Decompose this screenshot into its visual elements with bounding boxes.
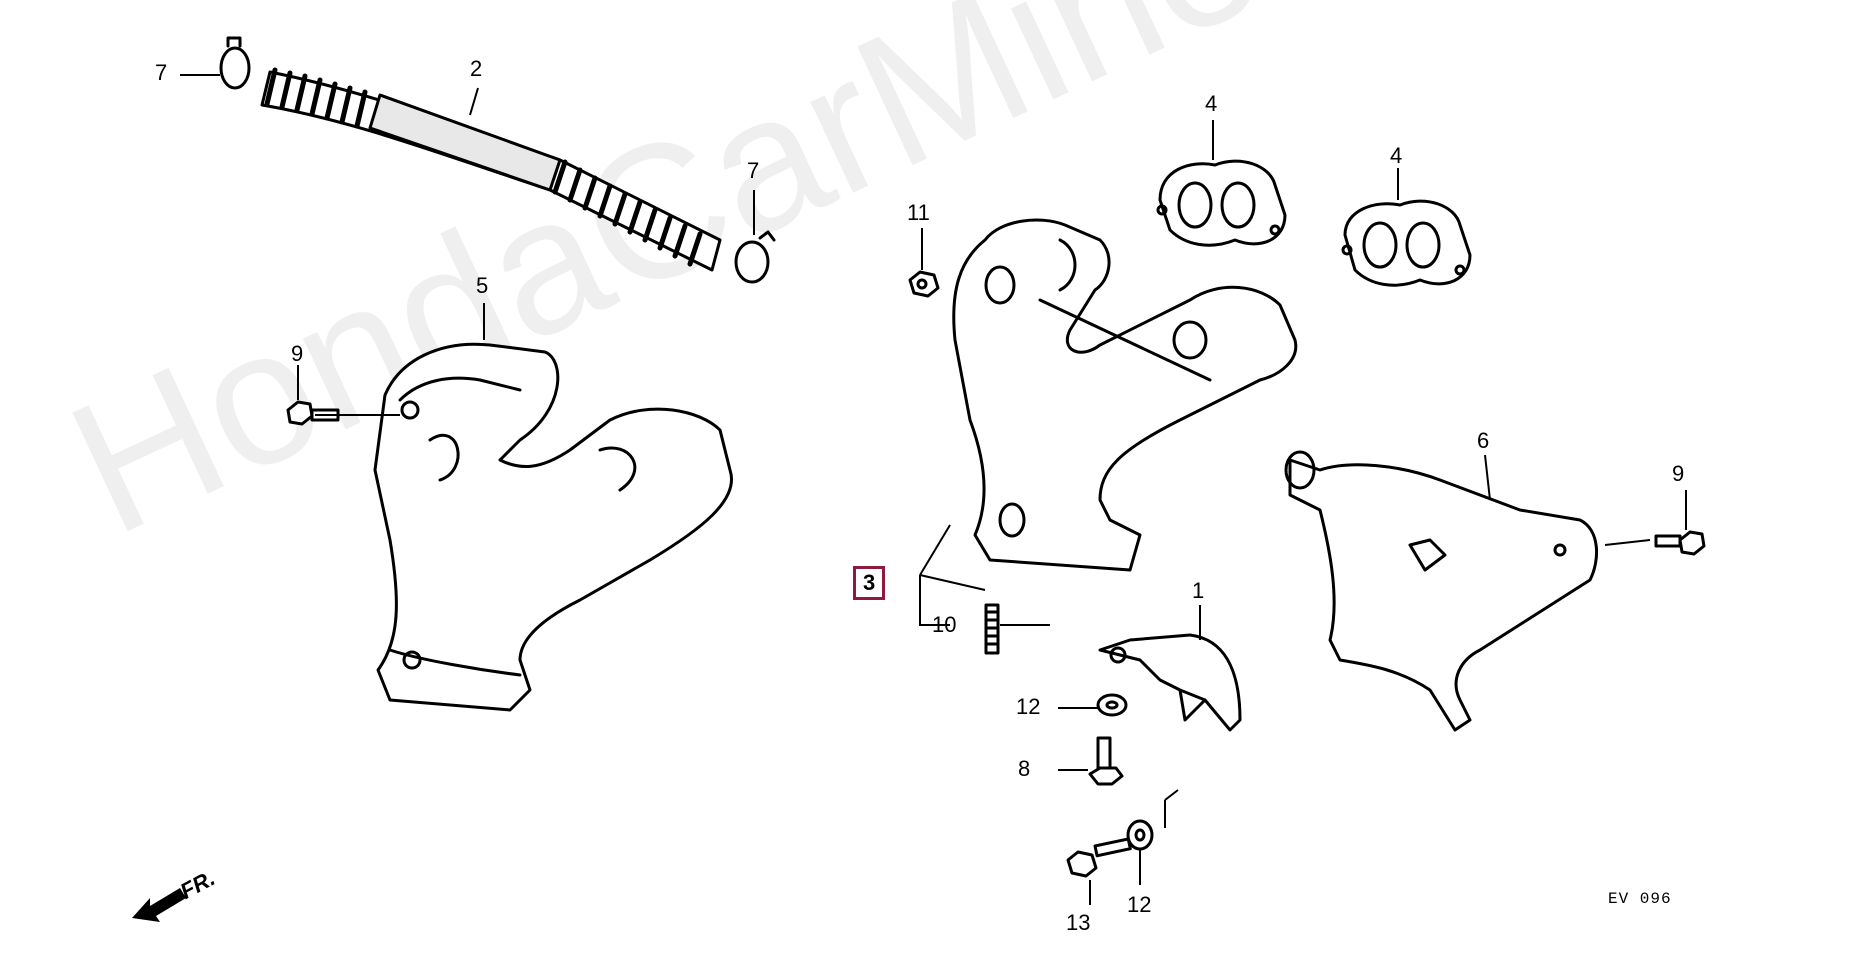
- front-direction-arrow: [132, 888, 186, 922]
- hose-clamp-left: [219, 36, 251, 90]
- bolt-part-9-right: [1654, 530, 1706, 556]
- heat-shield-part-6: [1284, 450, 1599, 732]
- stud-bolt-part-10: [984, 603, 1000, 655]
- callout-1[interactable]: 1: [1192, 578, 1205, 603]
- callout-3-highlighted[interactable]: 3: [853, 566, 886, 600]
- callout-10[interactable]: 10: [932, 612, 957, 637]
- callout-13[interactable]: 13: [1066, 910, 1091, 935]
- callout-9-left[interactable]: 9: [291, 341, 304, 366]
- bracket-part-1: [1098, 633, 1242, 732]
- callout-8[interactable]: 8: [1018, 756, 1031, 781]
- bolt-part-13: [1066, 837, 1132, 878]
- bolt-part-9-left: [286, 400, 340, 426]
- exhaust-manifold-part-3: [952, 218, 1298, 572]
- callout-12-lower[interactable]: 12: [1127, 892, 1152, 917]
- gasket-part-4-lower: [1341, 199, 1472, 287]
- bolt-part-8: [1088, 736, 1124, 786]
- gasket-part-4-upper: [1156, 159, 1287, 247]
- callout-12-upper[interactable]: 12: [1016, 694, 1041, 719]
- washer-part-12-upper: [1096, 693, 1128, 717]
- hose-part-2: [260, 67, 722, 272]
- diagram-code: EV 096: [1608, 890, 1672, 908]
- callout-4-lower[interactable]: 4: [1390, 143, 1403, 168]
- hose-clamp-right: [734, 230, 776, 284]
- callout-2[interactable]: 2: [470, 56, 483, 81]
- washer-part-12-lower: [1126, 819, 1154, 851]
- callout-7-left[interactable]: 7: [155, 60, 168, 85]
- callout-11[interactable]: 11: [907, 200, 930, 225]
- nut-part-11: [908, 270, 940, 298]
- callout-4-upper[interactable]: 4: [1205, 91, 1218, 116]
- callout-6[interactable]: 6: [1477, 428, 1490, 453]
- callout-9-right[interactable]: 9: [1672, 461, 1685, 486]
- callout-5[interactable]: 5: [476, 273, 489, 298]
- callout-7-right[interactable]: 7: [747, 158, 760, 183]
- manifold-cover-part-5: [373, 342, 733, 712]
